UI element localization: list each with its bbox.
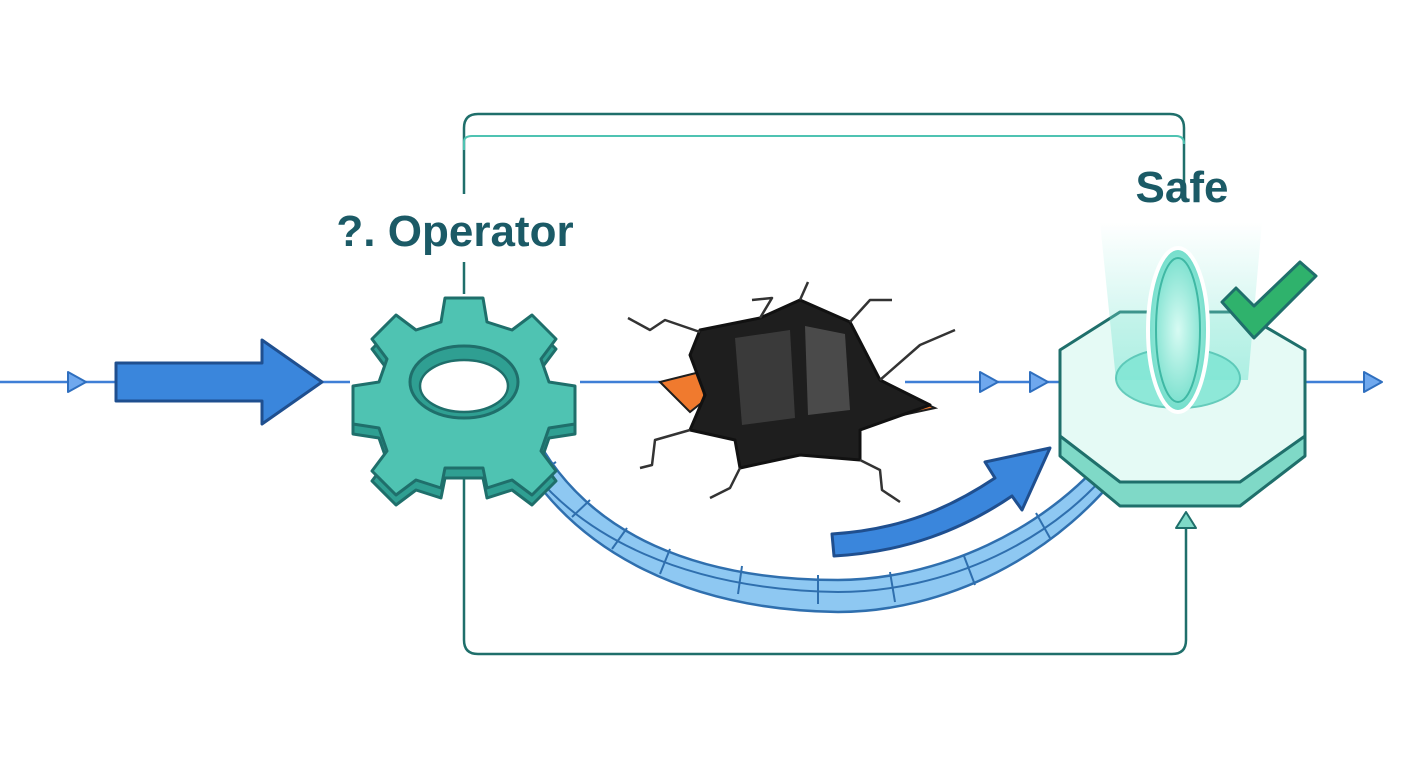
curved-bridge-icon: [506, 424, 1137, 614]
small-flow-arrows: [67, 371, 1383, 393]
flow-arrow-1: [67, 371, 87, 393]
input-arrow-icon: [114, 338, 324, 426]
checkmark-icon: [1220, 260, 1318, 340]
broken-hole-icon: [627, 281, 956, 504]
gear-icon: [351, 296, 577, 507]
top-bracket: [462, 112, 1186, 196]
safe-capsule-icon: [1115, 246, 1241, 414]
safe-label: Safe: [1136, 163, 1229, 212]
operator-label: ?. Operator: [336, 207, 573, 256]
up-arrow-icon: [1175, 511, 1197, 529]
bottom-loop-connector: [462, 470, 1188, 656]
flow-arrow-4: [1363, 371, 1383, 393]
flow-arrow-3: [1029, 371, 1049, 393]
bypass-arrow-icon: [830, 446, 1052, 558]
flow-arrow-2: [979, 371, 999, 393]
